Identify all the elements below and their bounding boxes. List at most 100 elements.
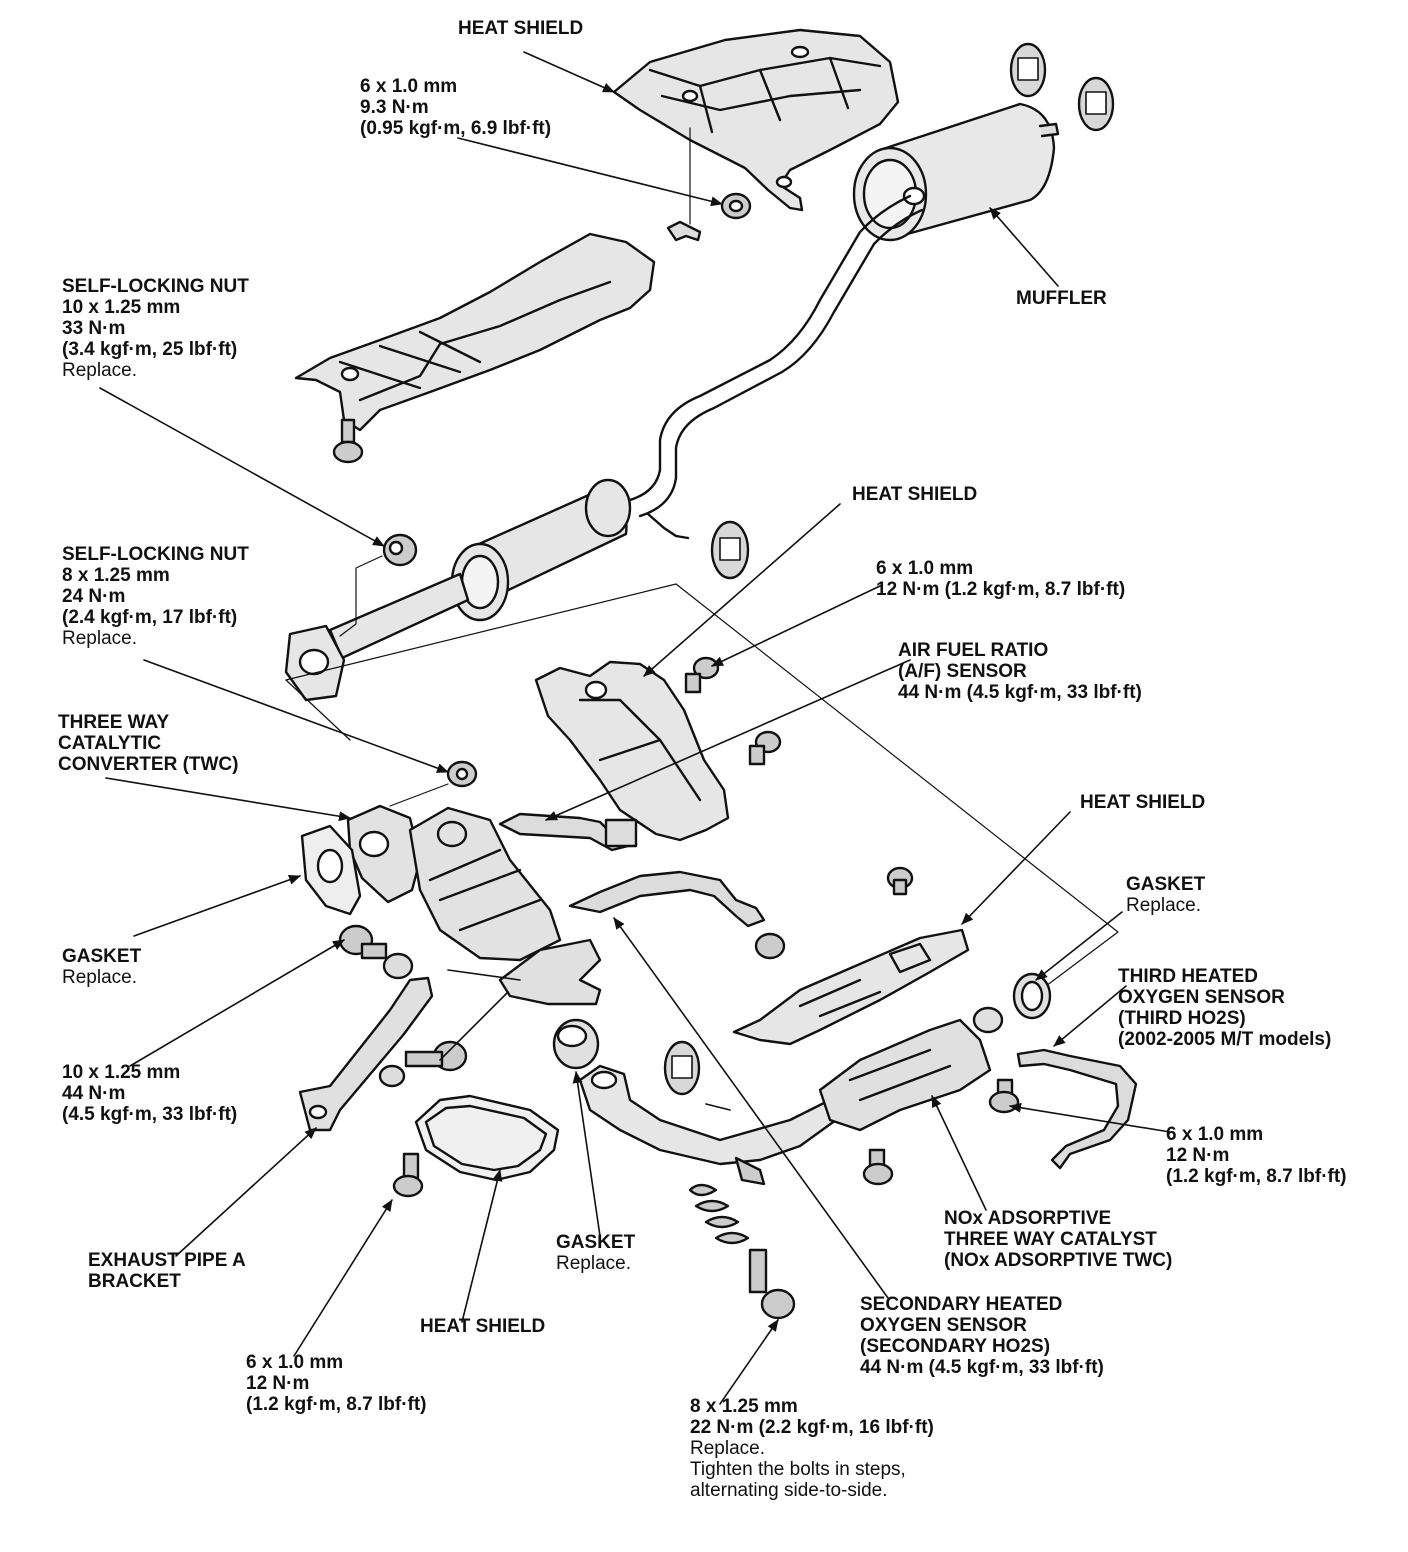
label-line: NOx ADSORPTIVE [944, 1208, 1112, 1229]
label-line: (1.2 kgf·m, 8.7 lbf·ft) [246, 1394, 427, 1415]
label-twc: THREE WAY CATALYTIC CONVERTER (TWC) [58, 712, 238, 775]
label-right-bolt: 6 x 1.0 mm 12 N·m (1.2 kgf·m, 8.7 lbf·ft… [1166, 1124, 1347, 1187]
label-line: CATALYTIC [58, 733, 162, 754]
mounting-rubber-4 [663, 1040, 701, 1096]
muffler [852, 102, 1060, 242]
label-line: OXYGEN SENSOR [860, 1315, 1027, 1336]
label-heat-shield-top-bolt: 6 x 1.0 mm 9.3 N·m (0.95 kgf·m, 6.9 lbf·… [360, 76, 551, 139]
label-line: (THIRD HO2S) [1118, 1008, 1246, 1029]
label-line: SECONDARY HEATED [860, 1294, 1063, 1315]
leader-lines [99, 51, 1171, 1405]
label-line: 10 x 1.25 mm [62, 1062, 181, 1083]
label-line: 6 x 1.0 mm [360, 76, 458, 97]
label-line: (A/F) SENSOR [898, 661, 1027, 682]
nox-shield-nut [886, 866, 914, 896]
label-line: CONVERTER (TWC) [58, 754, 239, 775]
label-line: (4.5 kgf·m, 33 lbf·ft) [62, 1104, 238, 1125]
label-line: (2.4 kgf·m, 17 lbf·ft) [62, 607, 238, 628]
label-muffler: MUFFLER [1016, 288, 1107, 309]
bracket-washer-2 [378, 1064, 406, 1088]
label-bottom-bolt: 8 x 1.25 mm 22 N·m (2.2 kgf·m, 16 lbf·ft… [690, 1396, 934, 1501]
resonator [450, 478, 632, 622]
label-gasket-left: GASKET Replace. [62, 946, 141, 988]
label-line: GASKET [556, 1232, 636, 1253]
flange-spring [688, 1183, 750, 1245]
label-line: 33 N·m [62, 318, 126, 339]
label-line: 24 N·m [62, 586, 126, 607]
mounting-rubber-2 [1077, 76, 1115, 132]
label-heat-shield-top: HEAT SHIELD [458, 18, 583, 39]
three-way-catalytic-converter [346, 804, 562, 962]
exhaust-pipe-a [578, 1064, 838, 1186]
mounting-rubber-1 [1009, 42, 1047, 98]
label-exhaust-bracket: EXHAUST PIPE A BRACKET [88, 1250, 246, 1292]
label-heat-shield-bottom: HEAT SHIELD [420, 1316, 545, 1337]
label-line: (1.2 kgf·m, 8.7 lbf·ft) [1166, 1166, 1347, 1187]
mounting-rubber-3 [710, 520, 750, 580]
label-heat-shield-mid: HEAT SHIELD [852, 484, 977, 505]
label-note: Replace. [1126, 895, 1201, 916]
gasket-bottom-ring [552, 1018, 600, 1070]
label-line: SELF-LOCKING NUT [62, 544, 249, 565]
nox-bolt-bottom [862, 1148, 894, 1186]
label-note: Replace. [690, 1438, 765, 1459]
label-line: 22 N·m (2.2 kgf·m, 16 lbf·ft) [690, 1417, 934, 1438]
label-line: 6 x 1.0 mm [876, 558, 974, 579]
nox-heat-shield [732, 928, 970, 1046]
twc-nut [446, 760, 478, 788]
nox-adsorptive-twc [818, 1006, 1004, 1132]
label-secondary-ho2s: SECONDARY HEATED OXYGEN SENSOR (SECONDAR… [860, 1294, 1104, 1378]
label-line: GASKET [1126, 874, 1206, 895]
af-sensor [498, 812, 638, 852]
label-note: Replace. [62, 360, 137, 381]
label-line: OXYGEN SENSOR [1118, 987, 1285, 1008]
label-af-sensor: AIR FUEL RATIO (A/F) SENSOR 44 N·m (4.5 … [898, 640, 1142, 703]
center-heat-shield [294, 232, 656, 432]
twc-flange-nut [754, 932, 786, 960]
label-line: MUFFLER [1016, 288, 1107, 309]
label-heat-shield-mid-bolt: 6 x 1.0 mm 12 N·m (1.2 kgf·m, 8.7 lbf·ft… [876, 558, 1125, 600]
front-pipe [284, 572, 470, 702]
heat-shield-clip [666, 220, 702, 242]
label-line: HEAT SHIELD [458, 18, 584, 39]
secondary-ho2s [568, 870, 766, 928]
label-line: GASKET [62, 946, 142, 967]
label-line: EXHAUST PIPE A [88, 1250, 246, 1271]
label-line: AIR FUEL RATIO [898, 640, 1049, 661]
label-note: Tighten the bolts in steps, [690, 1459, 906, 1480]
label-line: 8 x 1.25 mm [62, 565, 170, 586]
label-line: HEAT SHIELD [420, 1316, 546, 1337]
label-line: 12 N·m (1.2 kgf·m, 8.7 lbf·ft) [876, 579, 1126, 600]
bottom-shield-bolt [392, 1152, 424, 1198]
label-line: 12 N·m [1166, 1145, 1230, 1166]
twc-heat-shield [534, 660, 730, 842]
top-heat-shield [612, 28, 900, 212]
label-line: 8 x 1.25 mm [690, 1396, 798, 1417]
third-ho2s [1016, 1048, 1138, 1170]
label-line: (0.95 kgf·m, 6.9 lbf·ft) [360, 118, 552, 139]
label-line: 10 x 1.25 mm [62, 297, 181, 318]
center-pipe [628, 194, 924, 518]
label-self-locking-nut-1: SELF-LOCKING NUT 10 x 1.25 mm 33 N·m (3.… [62, 276, 249, 381]
label-line: SELF-LOCKING NUT [62, 276, 249, 297]
exhaust-pipe-bracket [298, 938, 602, 1132]
bracket-bolt-2 [404, 1040, 468, 1072]
bracket-bolt-1 [338, 924, 388, 960]
label-line: BRACKET [88, 1271, 181, 1292]
label-gasket-bottom: GASKET Replace. [556, 1232, 635, 1274]
label-line: THREE WAY [58, 712, 170, 733]
bottom-heat-shield [414, 1094, 560, 1182]
label-line: 6 x 1.0 mm [1166, 1124, 1264, 1145]
label-bottom-left-bolt: 6 x 1.0 mm 12 N·m (1.2 kgf·m, 8.7 lbf·ft… [246, 1352, 427, 1415]
label-heat-shield-right: HEAT SHIELD [1080, 792, 1205, 813]
label-self-locking-nut-2: SELF-LOCKING NUT 8 x 1.25 mm 24 N·m (2.4… [62, 544, 249, 649]
label-line: HEAT SHIELD [1080, 792, 1206, 813]
center-shield-bolt [332, 418, 364, 464]
twc-shield-bolt-2 [748, 730, 782, 766]
label-line: (2002-2005 M/T models) [1118, 1029, 1332, 1050]
twc-shield-bolt-1 [684, 656, 720, 694]
label-line: (NOx ADSORPTIVE TWC) [944, 1250, 1173, 1271]
label-line: THREE WAY CATALYST [944, 1229, 1157, 1250]
